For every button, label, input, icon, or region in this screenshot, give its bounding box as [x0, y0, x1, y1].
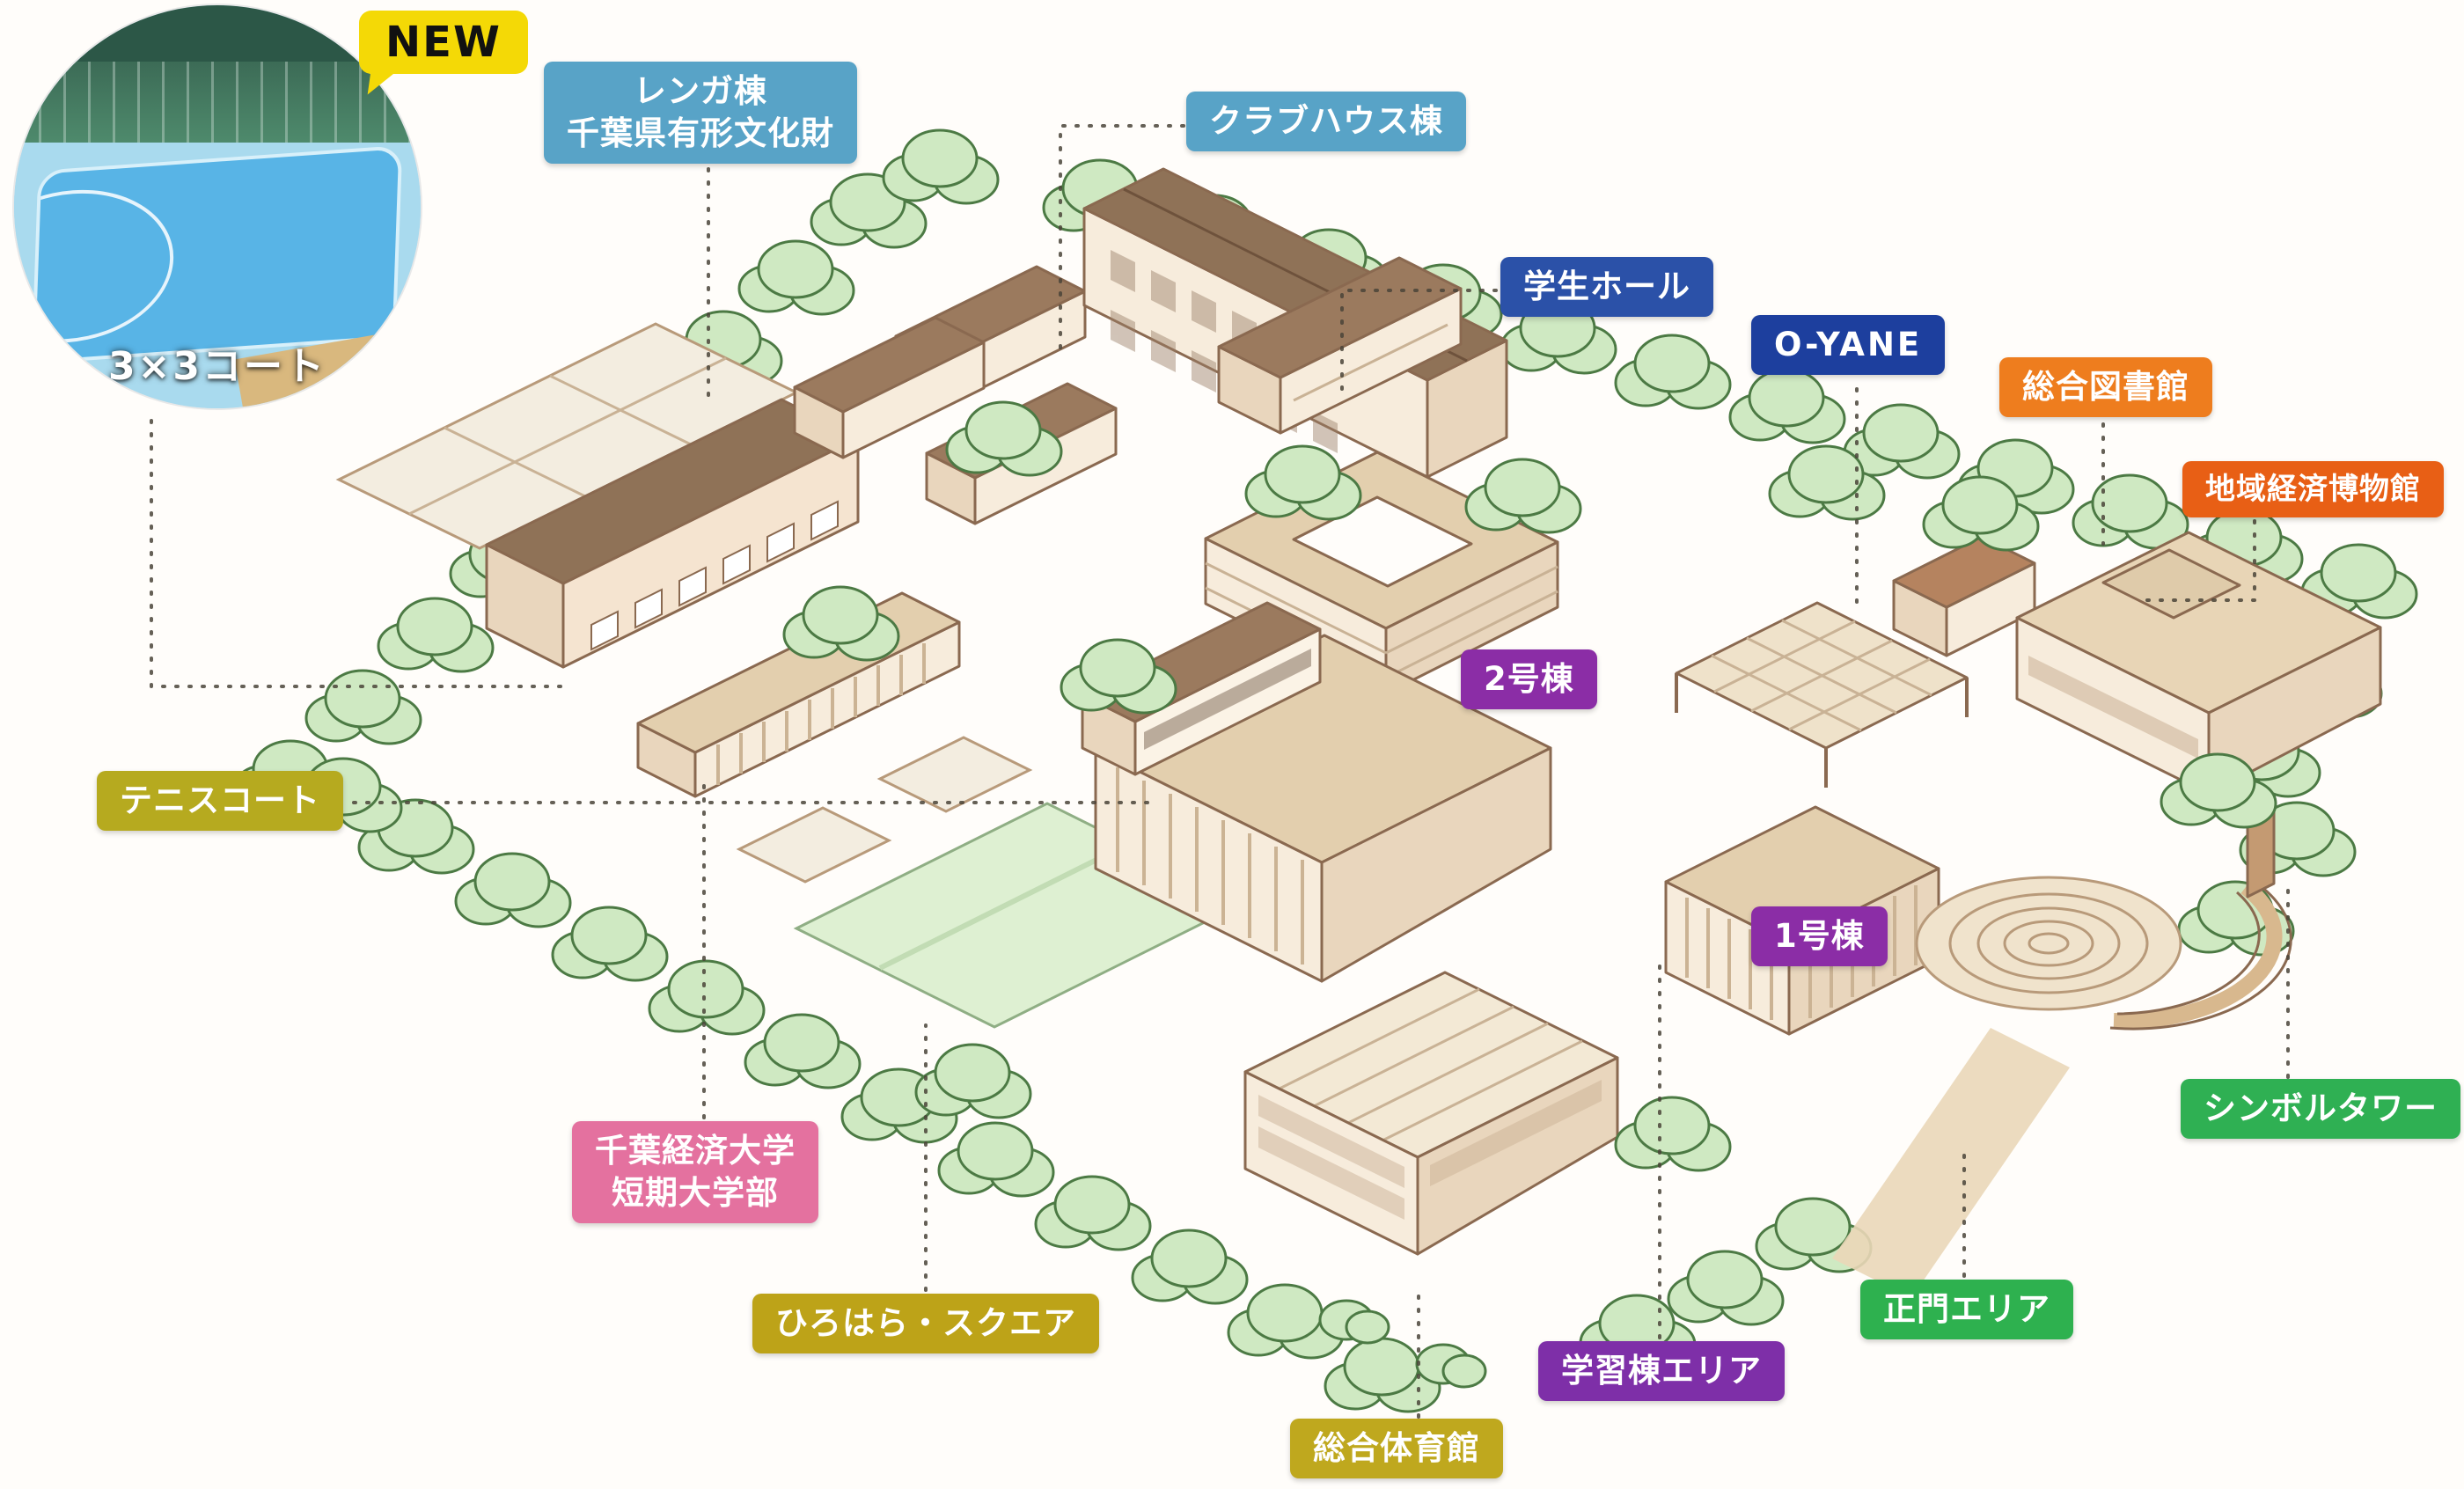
leader-lines	[150, 124, 2290, 1419]
label-student-hall: 学生ホール	[1500, 257, 1713, 318]
gymnasium-building	[1243, 971, 1619, 1256]
learning-complex	[1081, 601, 1552, 983]
label-clubhouse: クラブハウス棟	[1186, 92, 1466, 152]
label-renga-building: レンガ棟 千葉県有形文化財	[544, 62, 857, 165]
court-photo-inset: 3×3コート	[14, 5, 421, 408]
photo-fence	[14, 62, 421, 143]
label-museum: 地域経済博物館	[2182, 461, 2444, 518]
oyane-canopy	[1675, 601, 1969, 788]
label-oyane: O-YANE	[1751, 315, 1946, 376]
photo-court	[31, 145, 402, 364]
label-junior-college: 千葉経済大学 短期大学部	[572, 1121, 818, 1224]
label-junior-college-line1: 千葉経済大学	[595, 1132, 796, 1170]
label-building-2: 2号棟	[1461, 649, 1597, 710]
museum-annex	[1892, 535, 2036, 657]
main-gate	[1832, 1028, 2070, 1298]
label-gakushu-area: 学習棟エリア	[1538, 1341, 1785, 1402]
tennis-courts	[335, 322, 800, 550]
brick-building	[485, 398, 860, 669]
label-tennis-court: テニスコート	[97, 771, 343, 832]
label-main-gate-area: 正門エリア	[1860, 1280, 2073, 1340]
student-hall-building	[1217, 256, 1463, 435]
label-junior-college-line2: 短期大学部	[612, 1174, 779, 1213]
label-renga-line1: レンガ棟	[634, 72, 767, 110]
photo-trees	[14, 5, 421, 70]
label-library: 総合図書館	[1999, 357, 2212, 418]
new-badge: NEW	[359, 11, 528, 74]
library-building	[2015, 531, 2382, 796]
fountain-plaza	[1915, 876, 2182, 1011]
label-building-1: 1号棟	[1751, 906, 1888, 967]
photo-caption: 3×3コート	[107, 344, 327, 389]
label-hirohara-square: ひろはら・スクエア	[752, 1294, 1099, 1354]
label-gymnasium: 総合体育館	[1290, 1419, 1503, 1479]
label-symbol-tower: シンボルタワー	[2181, 1079, 2460, 1140]
label-renga-line2: 千葉県有形文化財	[567, 114, 834, 153]
